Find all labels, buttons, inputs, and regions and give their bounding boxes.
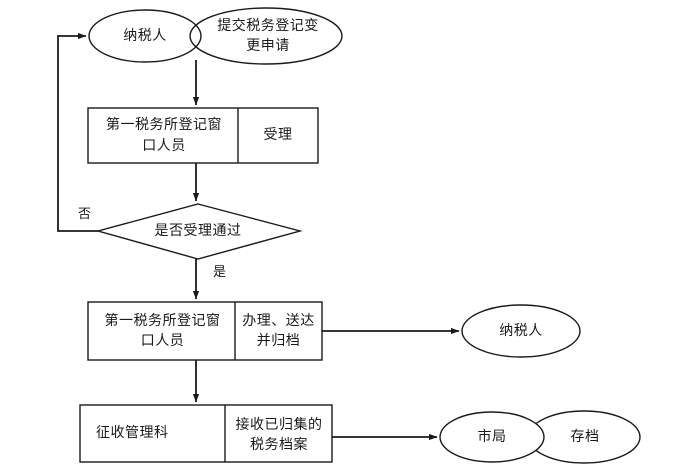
shape-taxpayer-start[interactable] (88, 9, 202, 63)
shape-collection-dept[interactable] (79, 404, 333, 463)
shape-decision-accept[interactable] (95, 203, 303, 260)
shape-submit-request[interactable] (189, 7, 343, 65)
shape-city-bureau[interactable] (439, 411, 545, 463)
shape-office-window-1[interactable] (87, 107, 319, 164)
edge-decision-no-feedback (57, 32, 98, 232)
shape-archive[interactable] (527, 410, 641, 464)
shape-taxpayer-end[interactable] (461, 304, 581, 358)
shape-office-window-2[interactable] (87, 301, 323, 361)
